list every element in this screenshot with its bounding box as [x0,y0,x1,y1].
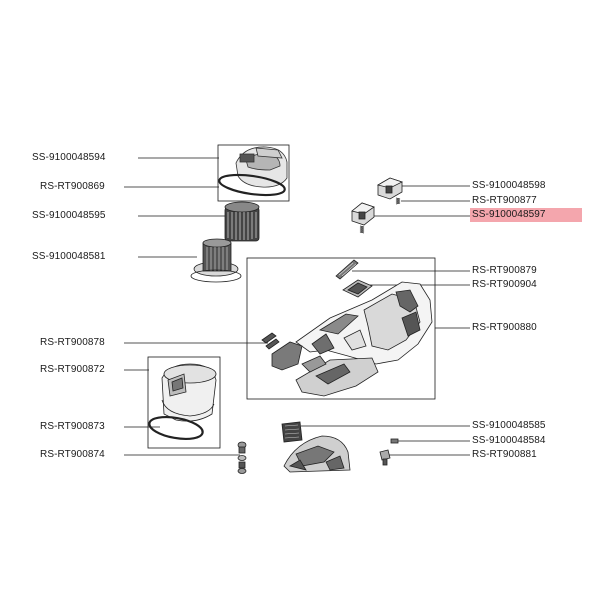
wheel-caster-part [379,449,391,466]
part-label-rs-rt900873[interactable]: RS-RT900873 [40,421,105,432]
cyclone-filter-part [190,238,242,283]
part-label-ss-9100048584[interactable]: SS-9100048584 [472,435,546,446]
dust-container-part [161,363,217,422]
handle-button-part-lower [351,202,375,226]
clip-part [261,332,280,350]
handle-button-part-upper [376,177,404,200]
dust-container-group-box [147,356,221,449]
motor-filter-frame-part [342,279,373,298]
chassis-part [283,435,351,473]
part-label-rs-rt900869[interactable]: RS-RT900869 [40,181,105,192]
filter-cover-part [235,146,288,188]
part-label-rs-rt900877[interactable]: RS-RT900877 [472,195,537,206]
filter-cover-group-box [217,144,290,202]
part-label-ss-9100048598[interactable]: SS-9100048598 [472,180,546,191]
hepa-filter-part [224,201,260,242]
part-label-ss-9100048594[interactable]: SS-9100048594 [32,152,106,163]
spring-part-lower [359,225,365,234]
part-label-rs-rt900880[interactable]: RS-RT900880 [472,322,537,333]
part-label-rs-rt900872[interactable]: RS-RT900872 [40,364,105,375]
spring-part-upper [395,197,401,205]
part-label-ss-9100048597-highlighted[interactable]: SS-9100048597 [470,208,582,222]
grille-strip-part [335,259,359,280]
motor-protection-filter-part [281,421,303,443]
bottom-base-part [271,341,379,397]
part-label-rs-rt900879[interactable]: RS-RT900879 [472,265,537,276]
small-seal-part [390,438,399,444]
part-label-rs-rt900874[interactable]: RS-RT900874 [40,449,105,460]
part-label-ss-9100048595[interactable]: SS-9100048595 [32,210,106,221]
container-seal-ring-part [148,415,204,441]
part-label-rs-rt900881[interactable]: RS-RT900881 [472,449,537,460]
part-label-rs-rt900878[interactable]: RS-RT900878 [40,337,105,348]
body-group-box [246,257,436,400]
part-label-rs-rt900904[interactable]: RS-RT900904 [472,279,537,290]
filter-seal-ring-part [218,173,286,197]
fastener-stack-part [237,441,247,474]
upper-housing-part [295,281,433,365]
part-label-ss-9100048585[interactable]: SS-9100048585 [472,420,546,431]
part-label-ss-9100048581[interactable]: SS-9100048581 [32,251,106,262]
